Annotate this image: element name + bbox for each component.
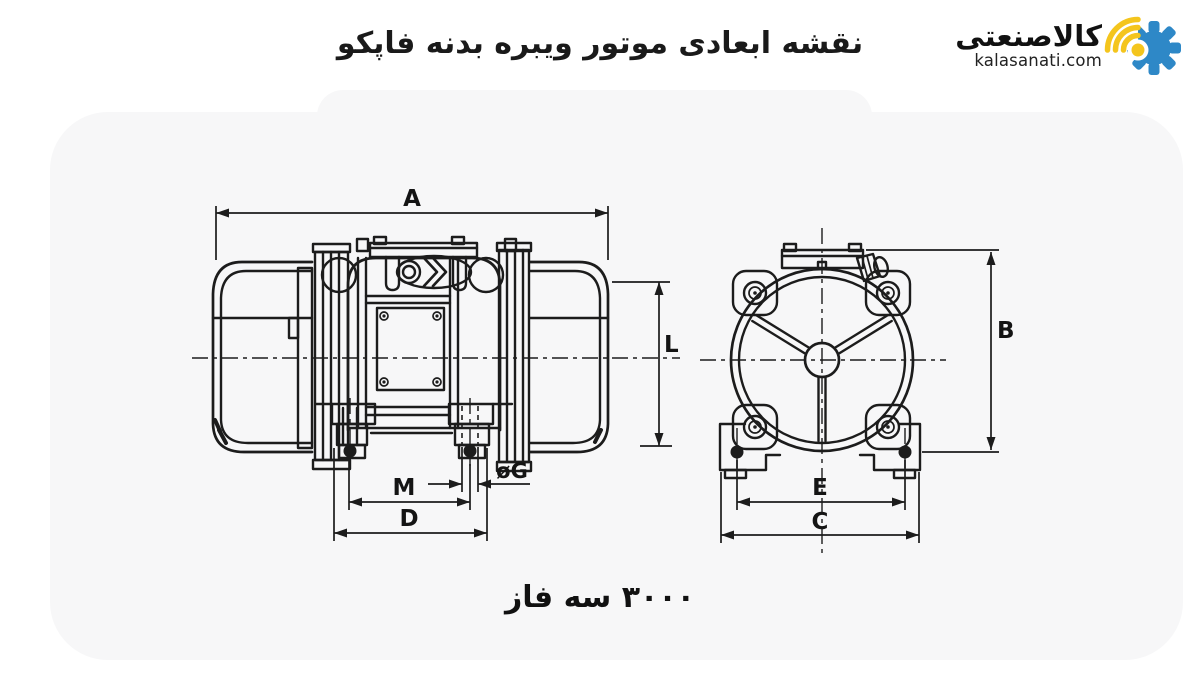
drawing-canvas xyxy=(50,112,1183,660)
front-top-cap xyxy=(780,242,889,283)
cover-panel xyxy=(375,306,446,392)
hub xyxy=(803,341,841,379)
side-feet xyxy=(330,398,495,466)
spokes xyxy=(751,313,893,443)
side-view-dimensions: A L M øG D xyxy=(215,186,679,541)
motor-housing xyxy=(314,235,514,435)
dim-label-b: B xyxy=(997,318,1015,344)
brand-logo: کالاصنعتی kalasanati.com xyxy=(955,9,1186,80)
front-view-dimensions: B E C xyxy=(720,249,1015,543)
caption-text: ۳۰۰۰ سه فاز xyxy=(504,580,695,615)
brand-domain: kalasanati.com xyxy=(974,51,1102,71)
dim-label-m: M xyxy=(393,475,416,501)
dim-label-d: D xyxy=(399,506,418,532)
page-title: نقشه ابعادی موتور ویبره بدنه فاپکو xyxy=(336,26,864,61)
chevron-mark xyxy=(431,256,448,288)
dim-label-e: E xyxy=(812,475,828,501)
lifting-eye-left xyxy=(320,256,358,294)
dim-label-g: øG xyxy=(496,459,528,483)
front-view xyxy=(700,228,946,558)
lifting-eye-right xyxy=(467,256,505,294)
brand-name: کالاصنعتی xyxy=(955,19,1102,54)
end-cover-inner xyxy=(737,275,907,445)
left-weight-cover xyxy=(211,260,314,454)
cover-bolts xyxy=(742,280,901,440)
gear-icon xyxy=(1100,9,1186,79)
foot-bolt xyxy=(343,444,357,458)
dim-label-c: C xyxy=(812,509,829,535)
dim-label-l: L xyxy=(664,332,679,358)
foot-bolt xyxy=(898,445,912,459)
foot-bolt xyxy=(463,444,477,458)
right-weight-cover xyxy=(528,260,610,454)
foot-bolt xyxy=(730,445,744,459)
chevron-mark xyxy=(422,256,439,288)
brand-text: کالاصنعتی kalasanati.com xyxy=(955,22,1102,70)
dim-label-a: A xyxy=(403,186,421,212)
signal-icon xyxy=(1104,16,1149,61)
side-view xyxy=(192,235,680,473)
